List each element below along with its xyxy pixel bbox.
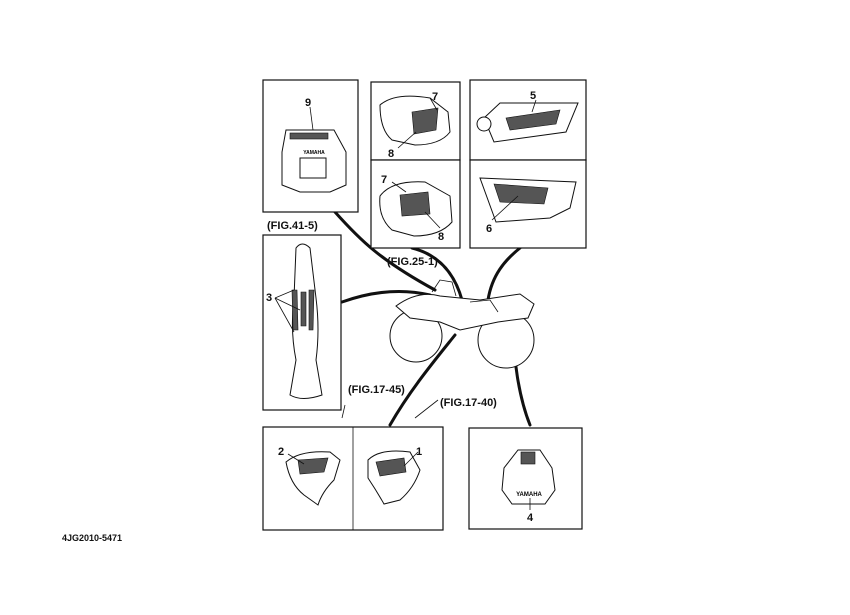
callout-2: 2 bbox=[278, 446, 284, 458]
callout-8-bottom: 8 bbox=[438, 231, 444, 243]
atv-illustration bbox=[389, 279, 535, 369]
box-rear-fender: YAMAHA 4 bbox=[468, 427, 583, 530]
callout-3: 3 bbox=[266, 292, 272, 304]
drawing-code: 4JG2010-5471 bbox=[62, 533, 123, 543]
ref-fig-41-5: (FIG.41-5) bbox=[267, 220, 318, 232]
ref-fig-25-1: (FIG.25-1) bbox=[387, 256, 438, 268]
ref-fig-17-40: (FIG.17-40) bbox=[440, 397, 497, 409]
box-tank-decal-top: 7 8 bbox=[370, 81, 461, 161]
headlight-brand-mark: YAMAHA bbox=[303, 150, 325, 156]
callout-4: 4 bbox=[527, 512, 534, 524]
box-side-cover-top: 5 bbox=[469, 79, 587, 161]
box-seat: 3 bbox=[262, 234, 342, 411]
ref-fig-17-45: (FIG.17-45) bbox=[348, 384, 405, 396]
box-tank-decal-bottom: 7 8 bbox=[370, 159, 461, 249]
callout-7-bottom: 7 bbox=[381, 174, 387, 186]
callout-8-top: 8 bbox=[388, 148, 394, 160]
box-front-fender-decals: 2 1 bbox=[262, 426, 444, 531]
callout-6: 6 bbox=[486, 223, 492, 235]
callout-7-top: 7 bbox=[432, 91, 438, 103]
callout-1: 1 bbox=[416, 446, 422, 458]
box-side-cover-bottom: 6 bbox=[469, 159, 587, 249]
rear-fender-brand-mark: YAMAHA bbox=[516, 492, 542, 498]
callout-9: 9 bbox=[305, 97, 311, 109]
box-headlight-cover: 9 YAMAHA bbox=[262, 79, 359, 213]
callout-5: 5 bbox=[530, 90, 536, 102]
